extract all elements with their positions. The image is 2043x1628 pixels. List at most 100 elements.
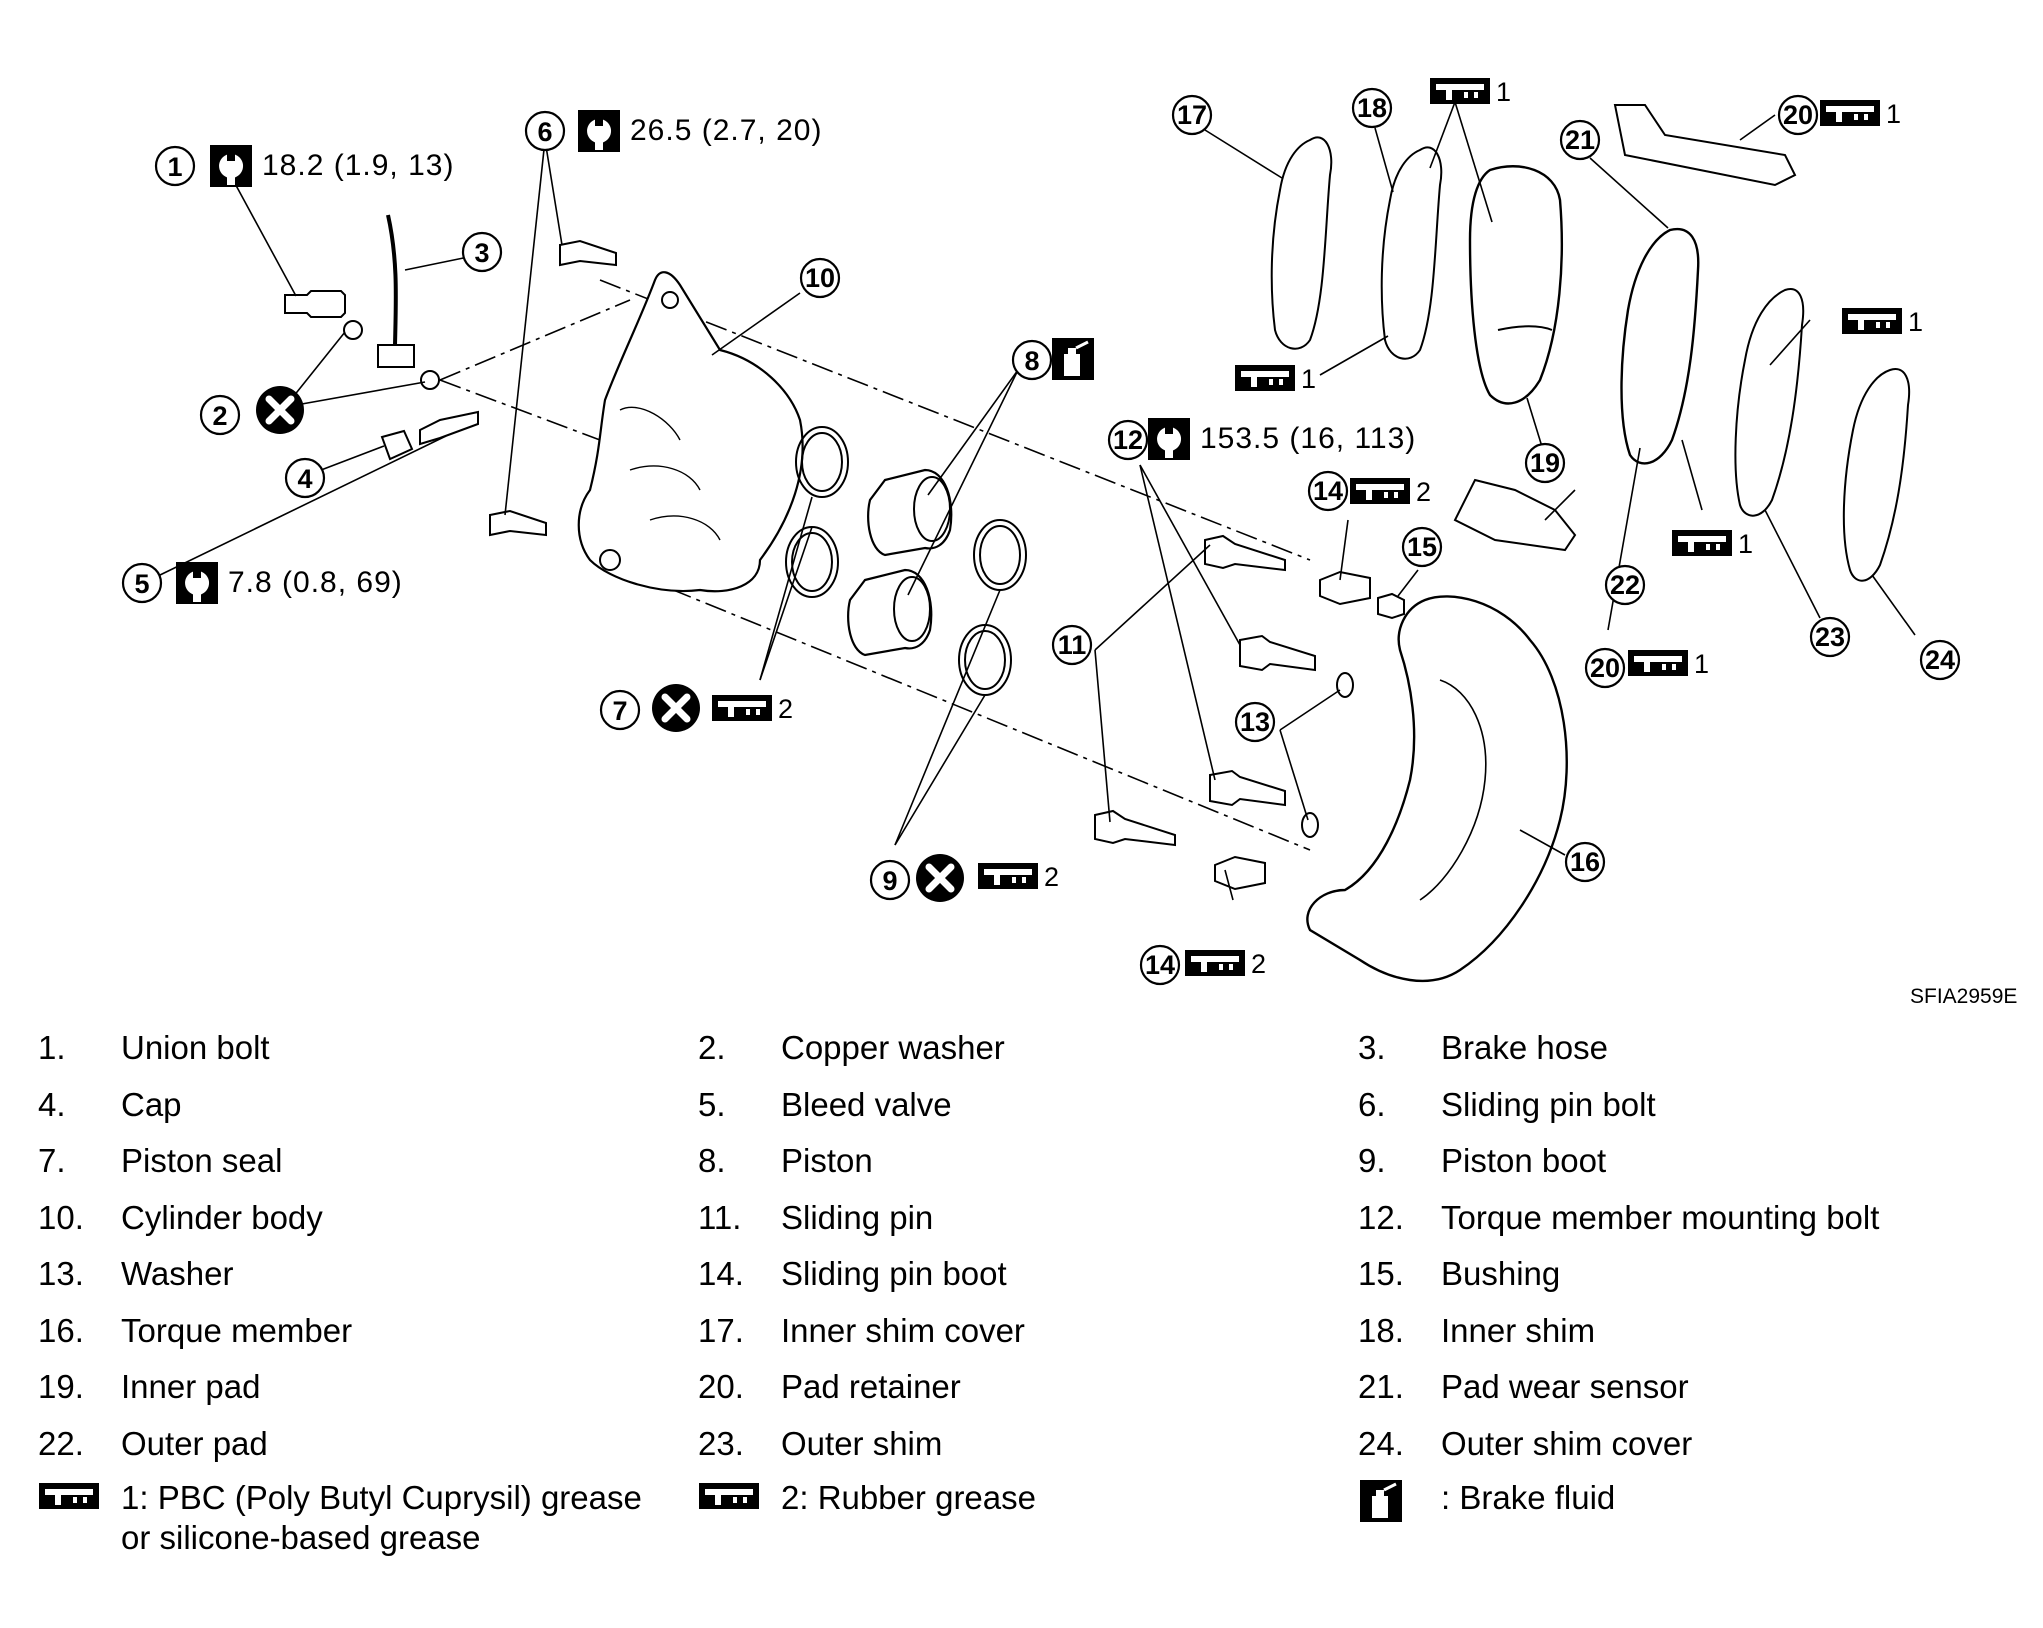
callout-15: 15 [1401,526,1443,568]
callout-14-upper: 14 [1307,470,1349,512]
grease-icon [699,1483,759,1509]
svg-text:11: 11 [1058,630,1087,660]
callout-1: 1 [154,145,196,187]
do-not-reuse-icon [256,386,304,434]
note-grease-1-line1: 1: PBC (Poly Butyl Cuprysil) grease [121,1479,642,1516]
grease-icon [1430,78,1490,104]
callout-17: 17 [1171,94,1213,136]
torque-spec-12: 153.5 (16, 113) [1200,422,1416,455]
callout-7: 7 [599,689,641,731]
callout-19: 19 [1524,442,1566,484]
legend-item: 13.Washer [38,1255,234,1293]
svg-text:23: 23 [1815,622,1845,652]
svg-text:14: 14 [1145,950,1175,980]
svg-text:6: 6 [537,117,552,147]
legend-item: 1.Union bolt [38,1029,270,1067]
figure-code: SFIA2959E [1910,985,2018,1008]
legend-item: 11.Sliding pin [698,1198,934,1236]
torque-spec-6: 26.5 (2.7, 20) [630,114,822,147]
callout-24: 24 [1919,639,1961,681]
callout-20-top: 20 [1777,94,1819,136]
callout-23: 23 [1809,616,1851,658]
svg-text:2: 2 [1044,862,1059,892]
legend-item: 23.Outer shim [698,1424,943,1462]
svg-text:1: 1 [1496,77,1511,107]
callout-16: 16 [1564,841,1606,883]
parts-legend: 1.Union bolt 2.Copper washer 3.Brake hos… [38,1020,2018,1558]
note-grease-1: 1: PBC (Poly Butyl Cuprysil) grease or s… [38,1478,698,1558]
legend-item: 18.Inner shim [1358,1311,1596,1349]
legend-item: 5.Bleed valve [698,1085,952,1123]
legend-item: 19.Inner pad [38,1368,261,1406]
svg-text:10: 10 [805,263,835,293]
legend-row: 16.Torque member 17.Inner shim cover 18.… [38,1303,2018,1360]
svg-text:13: 13 [1240,707,1270,737]
callout-13: 13 [1234,701,1276,743]
callout-22: 22 [1604,564,1646,606]
svg-text:7: 7 [612,696,627,726]
callout-11: 11 [1051,624,1093,666]
callout-18: 18 [1351,87,1393,129]
legend-item: 17.Inner shim cover [698,1311,1025,1349]
legend-item: 24.Outer shim cover [1358,1424,1693,1462]
brake-fluid-icon [1358,1478,1404,1524]
svg-text:16: 16 [1570,847,1600,877]
grease-icon [1820,100,1880,126]
legend-row: 1.Union bolt 2.Copper washer 3.Brake hos… [38,1020,2018,1077]
legend-row: 19.Inner pad 20.Pad retainer 21.Pad wear… [38,1359,2018,1416]
do-not-reuse-icon [916,854,964,902]
note-brake-fluid: : Brake fluid [1358,1478,2018,1558]
legend-item: 16.Torque member [38,1311,353,1349]
legend-item: 8.Piston [698,1142,873,1180]
torque-icon [1148,418,1190,460]
callout-9: 9 [869,859,911,901]
legend-item: 2.Copper washer [698,1029,1005,1067]
legend-row: 7.Piston seal 8.Piston 9.Piston boot [38,1133,2018,1190]
svg-text:1: 1 [1738,529,1753,559]
callout-6: 6 [524,110,566,152]
svg-text:20: 20 [1783,100,1813,130]
legend-item: 9.Piston boot [1358,1142,1607,1180]
svg-text:1: 1 [1301,364,1316,394]
svg-text:17: 17 [1177,100,1207,130]
torque-spec-1: 18.2 (1.9, 13) [262,149,454,182]
torque-spec-5: 7.8 (0.8, 69) [228,566,403,599]
note-grease-2: 2: Rubber grease [698,1478,1358,1558]
legend-row: 13.Washer 14.Sliding pin boot 15.Bushing [38,1246,2018,1303]
callout-5: 5 [121,562,163,604]
svg-text:12: 12 [1113,425,1143,455]
svg-text:1: 1 [1908,307,1923,337]
svg-text:4: 4 [297,464,312,494]
svg-text:1: 1 [167,152,182,182]
legend-item: 7.Piston seal [38,1142,283,1180]
legend-row: 10.Cylinder body 11.Sliding pin 12.Torqu… [38,1190,2018,1247]
do-not-reuse-icon [652,684,700,732]
callout-10: 10 [799,257,841,299]
torque-icon [176,562,218,604]
legend-row: 4.Cap 5.Bleed valve 6.Sliding pin bolt [38,1077,2018,1134]
grease-icon [1842,308,1902,334]
callout-2: 2 [199,394,241,436]
legend-item: 22.Outer pad [38,1424,268,1462]
grease-icon [1185,950,1245,976]
legend-row: 22.Outer pad 23.Outer shim 24.Outer shim… [38,1416,2018,1473]
legend-item: 4.Cap [38,1085,182,1123]
torque-icon [210,145,252,187]
svg-text:3: 3 [474,238,489,268]
svg-text:1: 1 [1694,649,1709,679]
callout-14-lower: 14 [1139,944,1181,986]
svg-text:9: 9 [882,866,897,896]
svg-text:20: 20 [1590,653,1620,683]
grease-icon [1672,530,1732,556]
callout-8: 8 [1011,339,1053,381]
legend-item: 6.Sliding pin bolt [1358,1085,1656,1123]
grease-icon [1350,478,1410,504]
note-grease-1-line2: or silicone-based grease [121,1519,481,1556]
exploded-view-diagram: 1 2 3 4 5 6 7 8 [121,77,1961,986]
svg-text:18: 18 [1357,93,1387,123]
legend-item: 21.Pad wear sensor [1358,1368,1689,1406]
legend-item: 15.Bushing [1358,1255,1561,1293]
legend-item: 12.Torque member mounting bolt [1358,1198,1880,1236]
callout-3: 3 [461,231,503,273]
grease-icon [1628,650,1688,676]
